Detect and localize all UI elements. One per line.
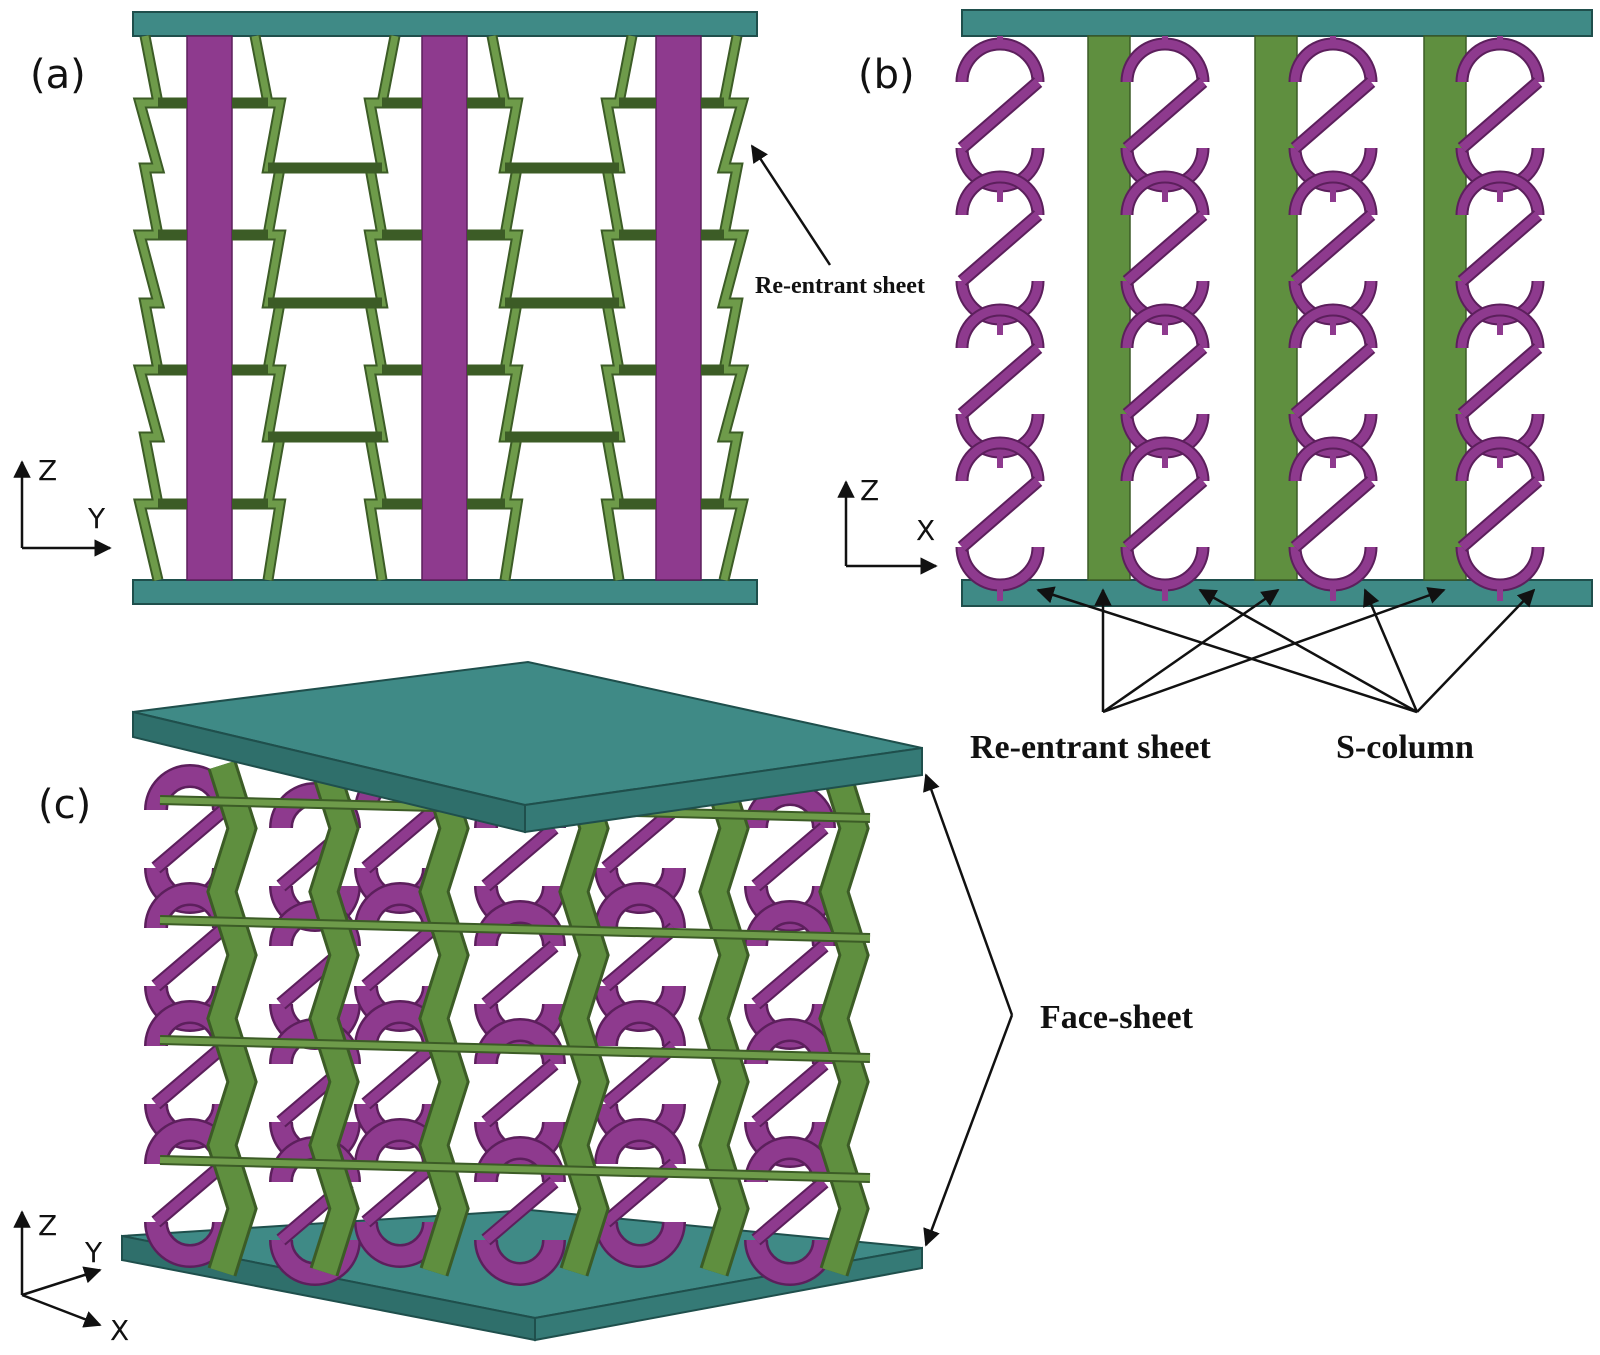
panel-a-bottom-face-sheet: [132, 579, 758, 605]
panel-c-reentrant-sheet: [698, 760, 750, 1277]
panel-a-s-column: [655, 35, 702, 581]
panel-c-s-column: [594, 764, 686, 1268]
panel-b-axes: Z X: [837, 474, 938, 575]
panel-c-reentrant-sheet: [308, 760, 360, 1277]
panel-b-reentrant-sheets: [1087, 35, 1467, 581]
panel-a-top-face-sheet: [132, 11, 758, 37]
panel-a-s-column: [421, 35, 468, 581]
panel-a-label: (a): [30, 52, 86, 98]
panel-c-axes: Z Y X: [13, 1209, 129, 1347]
panel-a-s-column: [186, 35, 233, 581]
panel-c-reentrant-sheet: [206, 760, 258, 1277]
panel-a-axis-z: Z: [38, 454, 57, 487]
panel-b-reentrant-sheet: [1087, 35, 1131, 581]
panel-a-horizontal-struts: [158, 97, 724, 510]
panel-c-axis-y: Y: [84, 1236, 103, 1269]
panel-a: (a): [13, 11, 925, 605]
panel-a-callout-reentrant: Re-entrant sheet: [755, 273, 925, 299]
panel-b-reentrant-sheet: [1423, 35, 1467, 581]
panel-c-reentrant-sheet: [558, 760, 610, 1277]
panel-b-axis-z: Z: [860, 474, 879, 507]
panel-b-callout-arrows: [1036, 586, 1536, 714]
panel-b: (b) Z X Re-entrant sheet S: [837, 9, 1593, 766]
panel-b-callout-reentrant: Re-entrant sheet: [970, 729, 1211, 766]
panel-b-s-column: [1455, 36, 1545, 601]
panel-c-core: [144, 760, 871, 1286]
panel-c-label: (c): [38, 782, 91, 828]
panel-c-reentrant-sheet: [818, 760, 870, 1277]
panel-a-s-columns: [186, 35, 702, 581]
panel-b-label: (b): [858, 52, 915, 98]
panel-b-callout-s-column: S-column: [1336, 729, 1474, 766]
panel-c-axis-x: X: [110, 1314, 129, 1347]
panel-b-s-column: [955, 36, 1045, 601]
panel-a-axes: Z Y: [13, 454, 112, 557]
panel-b-top-face-sheet: [961, 9, 1593, 37]
panel-b-s-column: [1288, 36, 1378, 601]
panel-c-reentrant-sheet: [418, 760, 470, 1277]
panel-a-axis-y: Y: [87, 502, 106, 535]
panel-b-axis-x: X: [916, 514, 935, 547]
panel-b-s-column: [1120, 36, 1210, 601]
panel-c-s-column: [744, 782, 836, 1286]
panel-b-s-columns: [955, 36, 1545, 601]
panel-c-axis-z: Z: [38, 1209, 57, 1242]
panel-c-callout-arrows: [923, 773, 1014, 1247]
panel-c-callout-face-sheet: Face-sheet: [1040, 999, 1194, 1036]
panel-a-callout-arrow: [750, 144, 832, 266]
panel-c-s-column: [474, 782, 566, 1286]
panel-c: (c) Face-sheet Z Y X: [13, 660, 1194, 1347]
panel-b-reentrant-sheet: [1254, 35, 1298, 581]
